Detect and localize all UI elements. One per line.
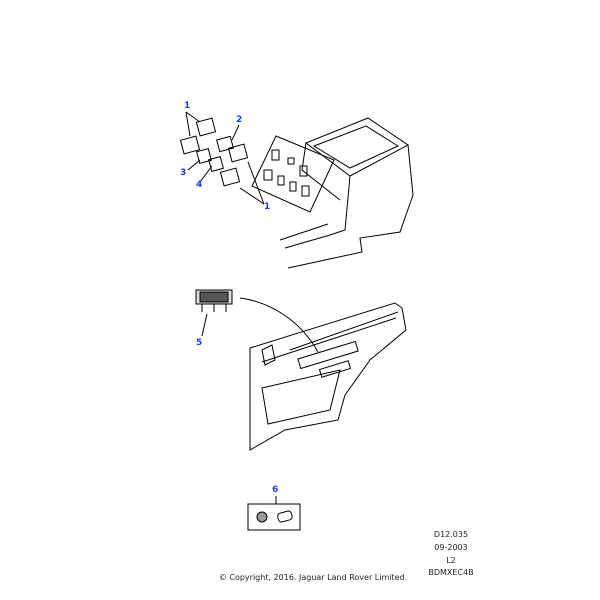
drawing-level: L2 — [446, 556, 456, 565]
window-switches — [179, 111, 265, 205]
callout-3[interactable]: 3 — [180, 168, 187, 178]
callout-4[interactable]: 4 — [196, 180, 203, 190]
switch-5 — [195, 289, 319, 353]
door-trim-panel — [249, 302, 407, 451]
drawing-code: BDMXEC4B — [428, 568, 474, 577]
callout-6[interactable]: 6 — [272, 485, 279, 495]
callout-1-top[interactable]: 1 — [184, 101, 191, 111]
callout-5[interactable]: 5 — [196, 338, 203, 348]
switch-panel — [251, 135, 335, 213]
drawing-date: 09-2003 — [434, 543, 468, 552]
callout-2[interactable]: 2 — [236, 115, 243, 125]
callout-1-bottom[interactable]: 1 — [264, 202, 271, 212]
item-6-box — [247, 496, 301, 531]
drawing-ref: D12.035 — [433, 530, 469, 539]
copyright: © Copyright, 2016. Jaguar Land Rover Lim… — [218, 573, 408, 582]
centre-console — [279, 117, 414, 269]
